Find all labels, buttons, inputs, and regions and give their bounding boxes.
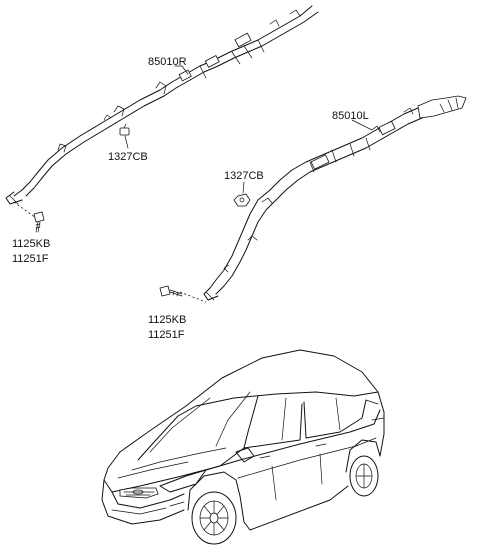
label-11251F-right: 11251F bbox=[12, 253, 49, 265]
label-85010R: 85010R bbox=[148, 56, 187, 68]
clip-icon bbox=[233, 193, 251, 207]
label-11251F-left: 11251F bbox=[148, 329, 185, 341]
label-1125KB-right: 1125KB bbox=[12, 238, 50, 250]
bolt-icon bbox=[159, 285, 183, 297]
curtain-airbag-left: 85010L 1327CB 1125KB 11251F bbox=[148, 95, 467, 341]
vehicle-illustration bbox=[101, 349, 385, 545]
bolt-icon bbox=[33, 211, 45, 233]
curtain-airbag-right: 85010R 1327CB 1125KB 11251F bbox=[5, 5, 319, 265]
label-1125KB-left: 1125KB bbox=[148, 314, 186, 326]
label-1327CB-left: 1327CB bbox=[224, 170, 264, 182]
label-1327CB-right: 1327CB bbox=[108, 151, 148, 163]
label-85010L: 85010L bbox=[332, 110, 369, 122]
